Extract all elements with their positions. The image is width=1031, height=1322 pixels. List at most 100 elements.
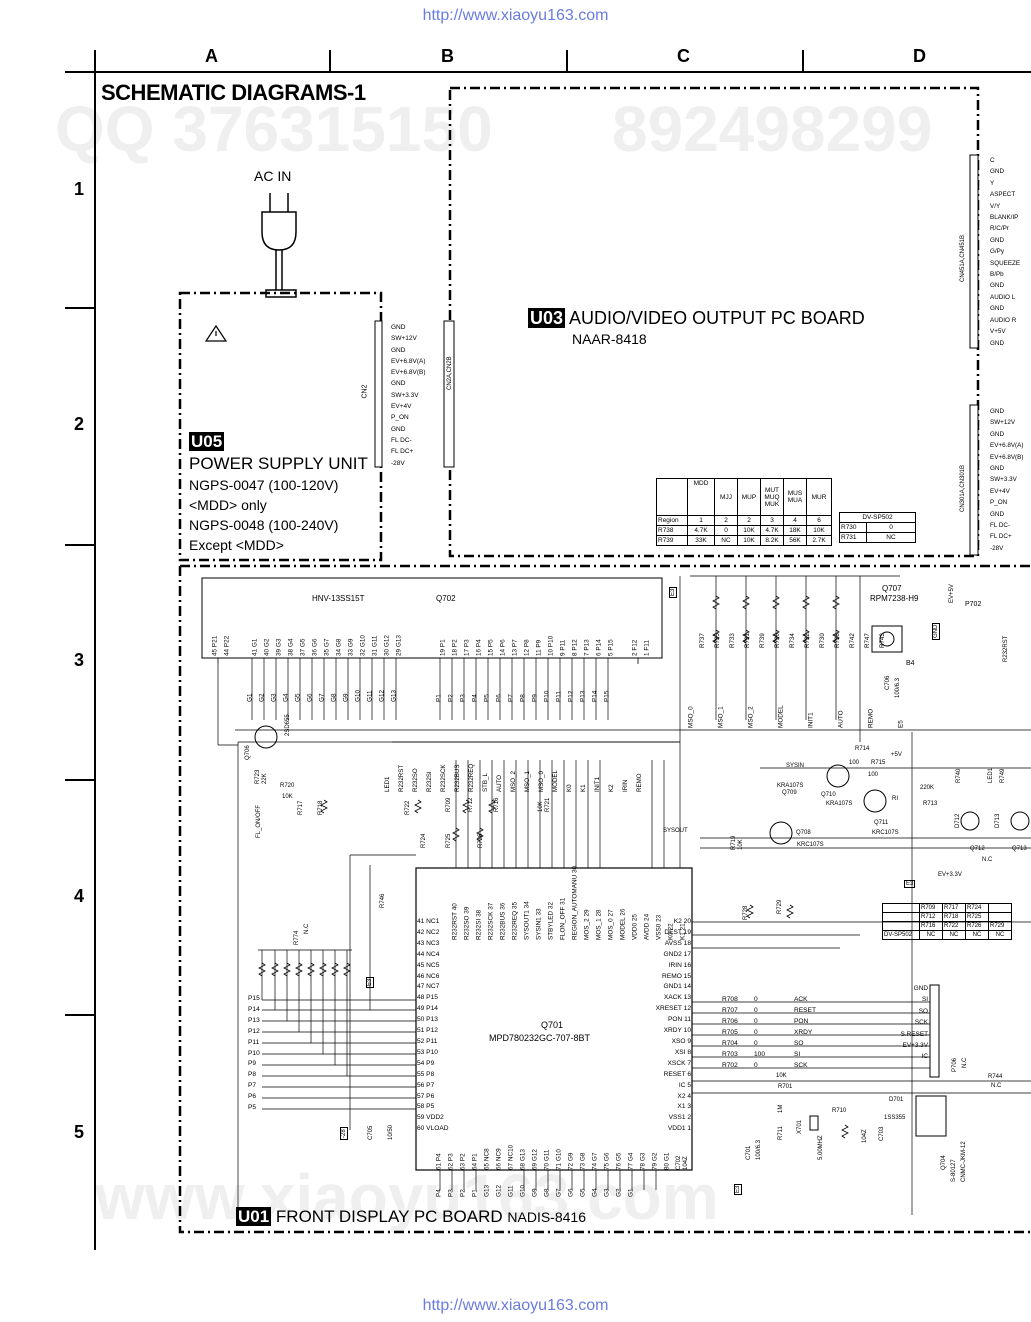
r719-label: R719 — [731, 835, 737, 850]
mcu-pin-label: 46 NC6 — [417, 972, 440, 980]
cn301-pin-list: GND SW+12V GND EV+6.8V(A) EV+6.8V(B) GND… — [990, 406, 1023, 554]
table-cell: 4.7K — [687, 525, 715, 536]
grid-label: G11 — [366, 690, 374, 702]
mcu-pin-label: SYSOUT1 34 — [523, 901, 531, 940]
ev33-label: EV+3.3V — [938, 872, 962, 878]
mcu-pin-label: XRESET 12 — [655, 1005, 691, 1013]
mcu-pin-label: IC 5 — [678, 1081, 691, 1089]
u01-title: FRONT DISPLAY PC BOARD — [275, 1207, 503, 1226]
table-cell: 33K — [687, 535, 715, 546]
table-cell: R739 — [656, 535, 688, 546]
mcu-pin-label: 57 P6 — [417, 1092, 435, 1100]
bus-label: G13 — [483, 1184, 491, 1197]
u01-heading: U01 FRONT DISPLAY PC BOARD NADIS-8416 — [236, 1207, 586, 1227]
bus-label: G4 — [591, 1188, 599, 1197]
r717-label: R717 — [298, 800, 304, 815]
bus-label: P13 — [248, 1016, 260, 1024]
footer-url[interactable]: http://www.xiaoyu163.com — [422, 1297, 609, 1314]
r716-label: R716 — [494, 797, 500, 812]
r722-label: R722 — [405, 800, 411, 815]
r725-label: R725 — [446, 833, 452, 848]
cn301-connector — [969, 404, 979, 556]
grid-label: G1 — [246, 693, 254, 702]
segment-label: P9 — [531, 694, 539, 702]
vfd-pin-label: 35 G7 — [323, 638, 331, 656]
net-label: IRIN — [622, 779, 630, 792]
dvsp-table: DV-SP502 R730 0 R731 NC — [839, 512, 916, 543]
segment-label: P2 — [447, 694, 455, 702]
connector-pin-label: SCK — [914, 1019, 928, 1027]
r709-label: R709 — [446, 797, 452, 812]
mcu-pin-label: XSI 8 — [674, 1048, 691, 1056]
header-url[interactable]: http://www.xiaoyu163.com — [422, 7, 609, 24]
minus28-label: -28 — [340, 1127, 348, 1140]
d712-label: D712 — [955, 813, 961, 828]
resistor-label: R743 — [879, 633, 887, 648]
table-cell: NC — [988, 930, 1012, 940]
cn2-pin: GND — [391, 324, 406, 331]
grid-label: G10 — [354, 689, 362, 702]
net-name: XRDY — [794, 1029, 813, 1036]
cn451-pin: B/Pb — [990, 271, 1004, 279]
segment-label: P10 — [543, 690, 551, 702]
net-label: INIT1 — [594, 776, 602, 792]
segment-label: P12 — [567, 690, 575, 702]
cn451-label: CN451A,CN451B — [960, 234, 966, 282]
grid-label: G8 — [330, 693, 338, 702]
resistor-value: 0 — [754, 1040, 758, 1047]
cn301-pin: SW+12V — [990, 419, 1016, 427]
wiring — [217, 575, 1031, 1215]
net-label: AUTO — [496, 774, 504, 792]
c701-value: 100/6.3 — [756, 1139, 762, 1160]
vfd-pin-label: 31 G11 — [371, 635, 379, 657]
r774-label: R774 — [294, 930, 300, 945]
cn451-pin: V+5V — [990, 328, 1006, 336]
resistor-value: 100 — [754, 1051, 766, 1058]
net-label: MODEL — [552, 769, 560, 792]
resistor-value: 0 — [754, 1062, 758, 1069]
vfd-pin-label: 5 P15 — [607, 639, 615, 656]
mcu-pin-label: 49 P14 — [417, 1005, 438, 1013]
net-label: E5 — [897, 720, 905, 728]
r740-label: R740 — [956, 768, 962, 783]
bus-label: P5 — [248, 1104, 257, 1112]
c702-label: C702 — [676, 1155, 682, 1170]
grid-label: G4 — [282, 693, 290, 702]
mcu-pin-label: R232SI 38 — [475, 909, 483, 940]
table-cell: 3 — [760, 515, 784, 526]
table-cell: 10K — [737, 535, 761, 546]
net-label: R232BUS — [454, 764, 462, 792]
resistor-ref: R705 — [722, 1029, 738, 1036]
c705-label: C705 — [368, 1125, 374, 1140]
net-label: MODEL — [777, 705, 785, 728]
net-name: ACK — [794, 996, 808, 1003]
table-cell: NC — [965, 930, 989, 940]
segment-label: P14 — [591, 690, 599, 702]
net-name: SO — [794, 1040, 804, 1047]
u03-title: AUDIO/VIDEO OUTPUT PC BOARD — [569, 308, 865, 328]
c706-label: C706 — [885, 675, 891, 690]
mcu-pin-label: 78 G3 — [639, 1152, 647, 1170]
transistor-q709 — [826, 764, 850, 788]
dvsp-table-2: R709 R717 R724 R712 R718 R725 R716 R722 … — [882, 903, 1012, 940]
r713-value: 220K — [920, 785, 935, 791]
bus-label: G1 — [627, 1188, 635, 1197]
vfd-pin-label: 18 P2 — [451, 639, 459, 656]
sysout-label: SYSOUT — [663, 828, 688, 834]
bus-label: P8 — [248, 1071, 257, 1079]
u01-badge: U01 — [236, 1207, 272, 1226]
mcu-pin-label: XSCK 7 — [667, 1059, 691, 1067]
mcu-pin-label: REMO 15 — [662, 972, 691, 980]
vfd-ref: Q702 — [436, 594, 456, 603]
net-label: K2 — [608, 784, 616, 792]
table-cell: 56K — [783, 535, 807, 546]
resistor-label: R733 — [729, 633, 737, 648]
segment-label: P13 — [579, 690, 587, 702]
net-label: R232SO — [412, 768, 420, 792]
vfd-q702 — [201, 577, 663, 659]
r724-label: R724 — [421, 833, 427, 848]
u03-part: NAAR-8418 — [572, 331, 647, 347]
bus-label: G5 — [579, 1188, 587, 1197]
